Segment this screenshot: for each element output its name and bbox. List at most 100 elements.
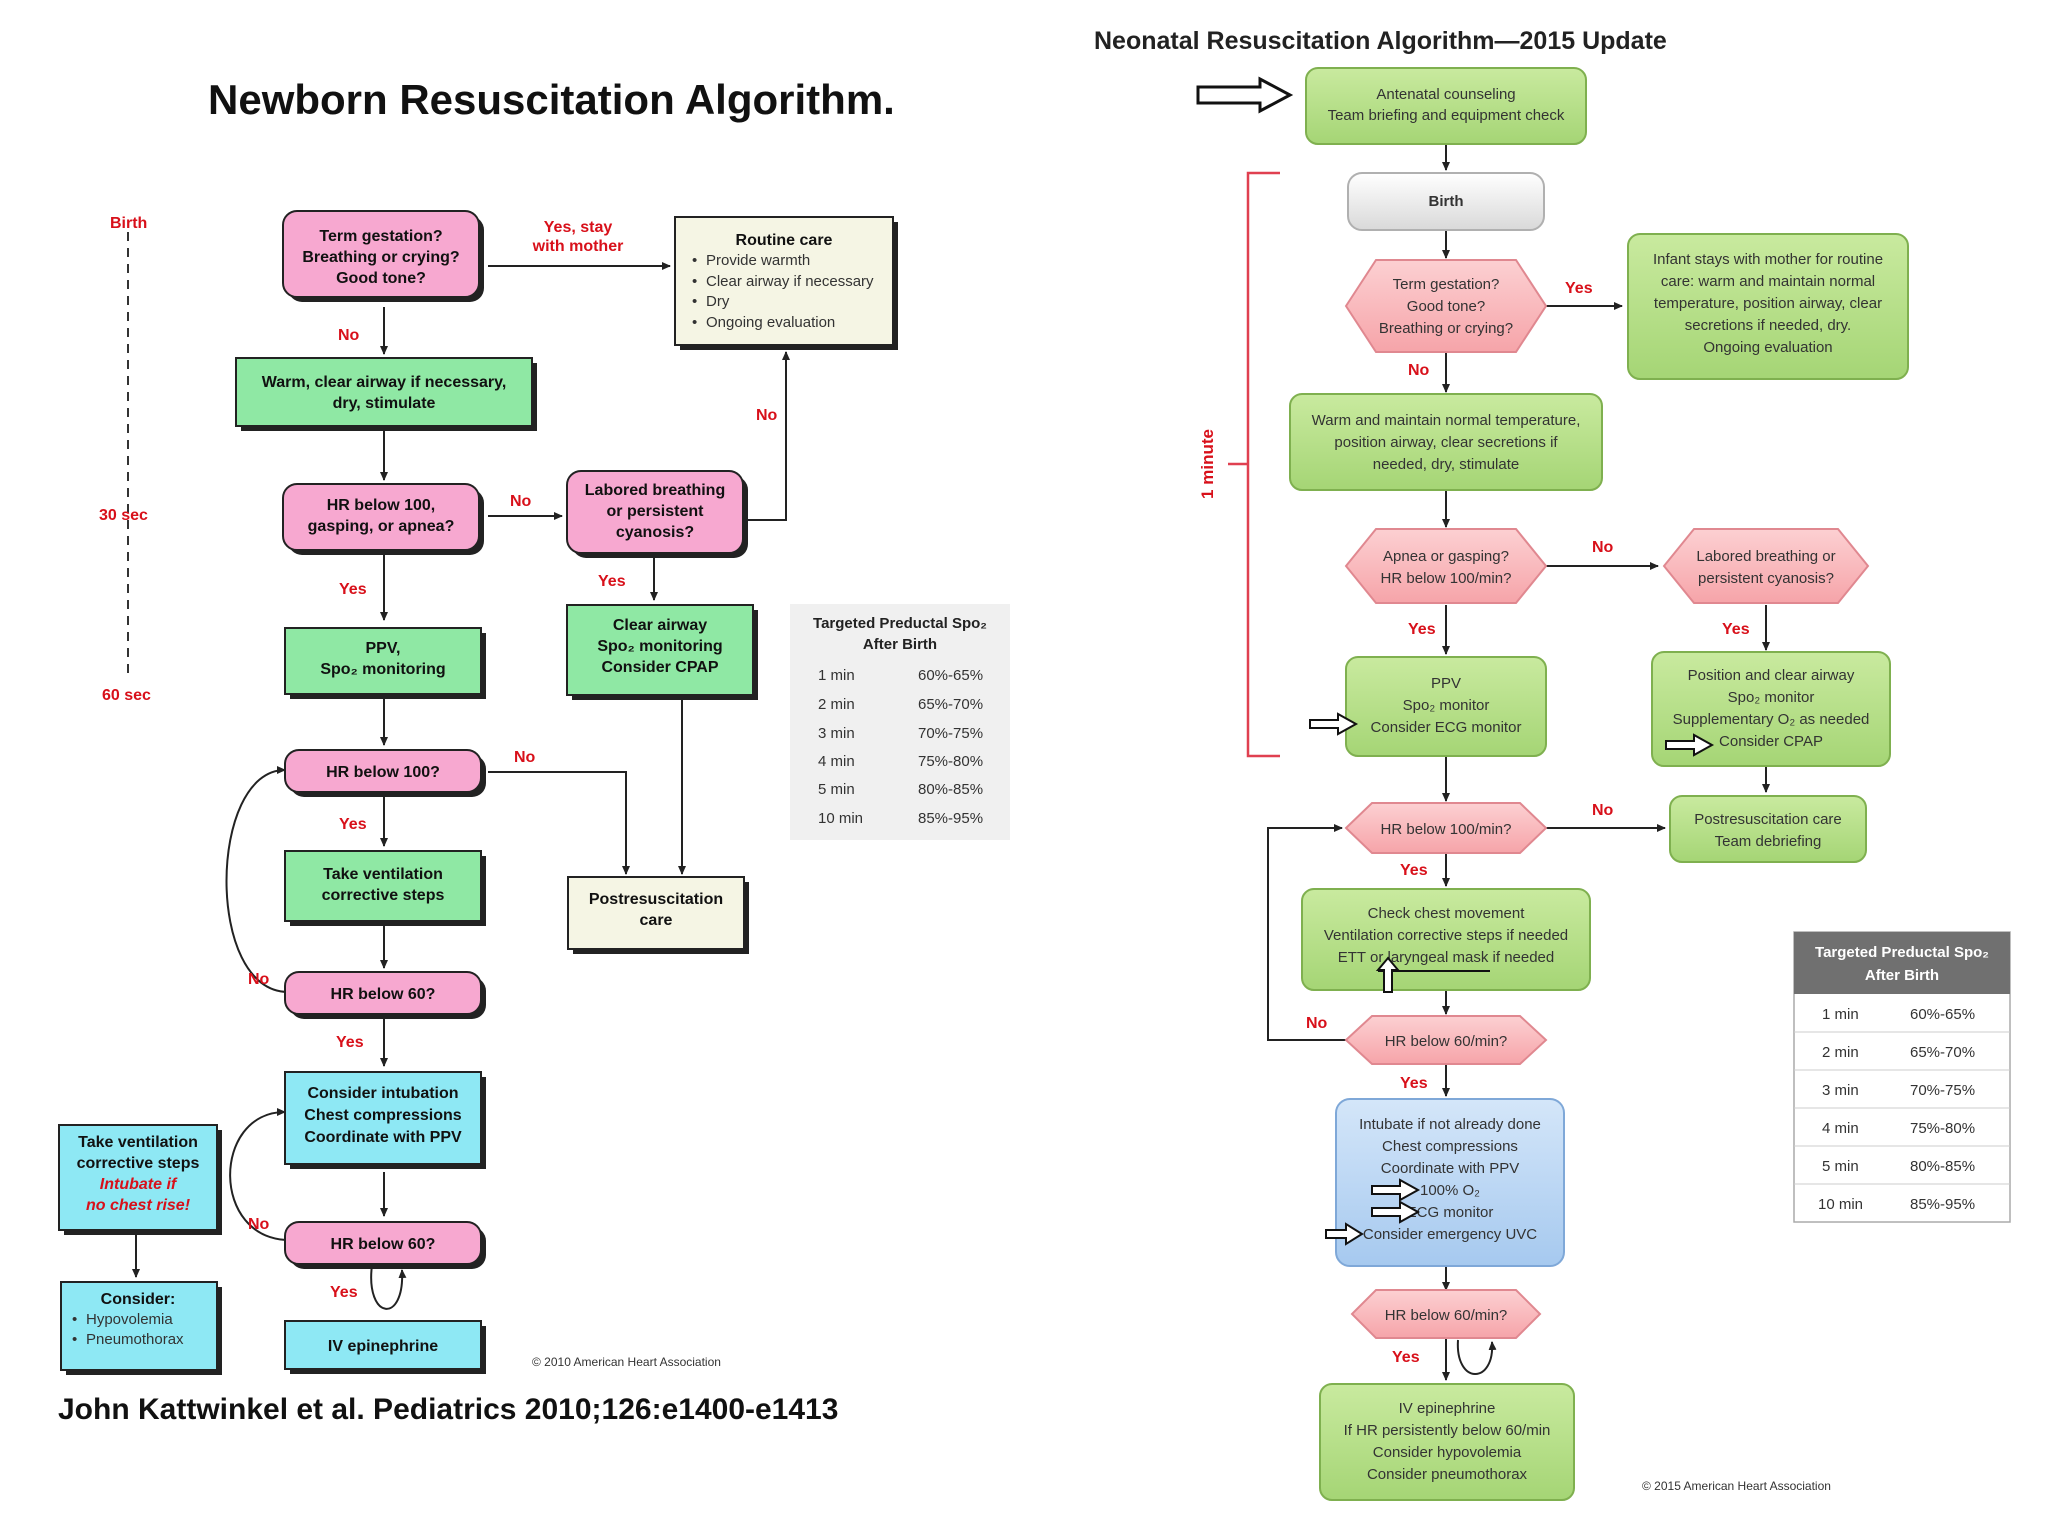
new-arrow-icon	[1665, 733, 1715, 757]
right-birth: Birth	[1347, 172, 1545, 231]
left-table-r1-time: 1 min	[818, 667, 855, 684]
left-citation: John Kattwinkel et al. Pediatrics 2010;1…	[58, 1393, 838, 1426]
intubate-l2: Chest compressions	[1382, 1138, 1518, 1155]
position-l3: Supplementary O₂ as needed	[1673, 711, 1870, 728]
left-table-h2: After Birth	[863, 636, 937, 653]
infant-l1: Infant stays with mother for routine	[1653, 251, 1883, 268]
one-minute-bracket	[1246, 171, 1280, 758]
left-iv-epi: IV epinephrine	[284, 1320, 486, 1374]
right-labored: Labored breathing or persistent cyanosis…	[1662, 528, 1870, 604]
check-l1: Check chest movement	[1368, 905, 1526, 922]
right-q-term-l1: Term gestation?	[1393, 276, 1500, 293]
label-yes-5: Yes	[330, 1284, 358, 1301]
new-arrow-icon	[1309, 712, 1359, 736]
left-table-r6-time: 10 min	[818, 810, 863, 827]
left-vent-steps: Take ventilation corrective steps	[284, 850, 486, 926]
right-hr60b: HR below 60/min?	[1350, 1289, 1542, 1339]
label-yes-4: Yes	[336, 1034, 364, 1051]
infant-l3: temperature, position airway, clear	[1654, 295, 1882, 312]
left-hr60b-text: HR below 60?	[331, 1236, 436, 1253]
right-copyright: © 2015 American Heart Association	[1642, 1479, 1831, 1493]
r-label-yes-1: Yes	[1565, 280, 1593, 297]
right-warm-l2: position airway, clear secretions if	[1334, 434, 1558, 451]
right-connectors	[1267, 144, 1770, 1381]
right-intubate: Intubate if not already done Chest compr…	[1335, 1098, 1565, 1267]
label-no-6: No	[248, 1216, 270, 1233]
left-intub-l2: Chest compressions	[304, 1107, 461, 1124]
right-check-chest: Check chest movement Ventilation correct…	[1301, 888, 1591, 991]
left-warm-l1: Warm, clear airway if necessary,	[262, 374, 507, 391]
left-table-r4-val: 75%-80%	[918, 753, 983, 770]
left-postresus-l2: care	[640, 912, 673, 929]
left-intub-l3: Coordinate with PPV	[304, 1129, 462, 1146]
intubate-l1: Intubate if not already done	[1359, 1116, 1541, 1133]
epi-l1: IV epinephrine	[1399, 1400, 1496, 1417]
side-vent-red-l1: Intubate if	[100, 1176, 178, 1193]
r-label-no-3: No	[1592, 802, 1614, 819]
left-q-term-l3: Good tone?	[336, 270, 426, 287]
r-label-yes-5: Yes	[1400, 1075, 1428, 1092]
routine-care-item-3: Dry	[706, 293, 730, 310]
check-l3: ETT or laryngeal mask if needed	[1338, 949, 1555, 966]
position-l2: Spo₂ monitor	[1728, 689, 1815, 706]
right-hr100-text: HR below 100/min?	[1381, 821, 1512, 838]
left-intub-l1: Consider intubation	[307, 1085, 458, 1102]
left-labored-l3: cyanosis?	[616, 524, 694, 541]
left-consider: Consider: •Hypovolemia •Pneumothorax	[60, 1281, 222, 1375]
right-apnea: Apnea or gasping? HR below 100/min?	[1344, 528, 1548, 604]
left-table-r2-val: 65%-70%	[918, 696, 983, 713]
right-table-r6-time: 10 min	[1818, 1196, 1863, 1213]
left-hr60b: HR below 60?	[284, 1221, 486, 1269]
position-l1: Position and clear airway	[1688, 667, 1855, 684]
consider-item-2: Pneumothorax	[86, 1331, 184, 1348]
left-hr100-gasp-l2: gasping, or apnea?	[308, 518, 455, 535]
left-ppv: PPV, Spo₂ monitoring	[284, 627, 486, 699]
side-vent-l2: corrective steps	[77, 1155, 200, 1172]
left-table-h1: Targeted Preductal Spo₂	[813, 615, 987, 632]
timeline-60sec: 60 sec	[102, 687, 151, 704]
label-yes-1: Yes	[339, 581, 367, 598]
left-q-term: Term gestation? Breathing or crying? Goo…	[282, 210, 484, 302]
r-label-no-4: No	[1306, 1015, 1328, 1032]
right-table-h1: Targeted Preductal Spo₂	[1815, 944, 1989, 961]
intubate-l5: ECG monitor	[1407, 1204, 1494, 1221]
left-table-r1-val: 60%-65%	[918, 667, 983, 684]
new-arrow-icon	[1371, 1178, 1421, 1202]
side-vent-l1: Take ventilation	[78, 1134, 198, 1151]
epi-l2: If HR persistently below 60/min	[1344, 1422, 1551, 1439]
right-ppv-l1: PPV	[1431, 675, 1461, 692]
right-q-term-l3: Breathing or crying?	[1379, 320, 1513, 337]
new-arrow-icon	[1371, 1200, 1421, 1224]
birth-text: Birth	[1429, 193, 1464, 210]
left-warm-box: Warm, clear airway if necessary, dry, st…	[235, 357, 537, 431]
label-no-1: No	[338, 327, 360, 344]
left-spo2-table: Targeted Preductal Spo₂ After Birth 1 mi…	[790, 604, 1010, 840]
left-warm-l2: dry, stimulate	[333, 395, 436, 412]
consider-item-1: Hypovolemia	[86, 1311, 173, 1328]
apnea-l2: HR below 100/min?	[1381, 570, 1512, 587]
right-antenatal: Antenatal counseling Team briefing and e…	[1305, 67, 1587, 145]
right-table-r5-val: 80%-85%	[1910, 1158, 1975, 1175]
r-label-yes-4: Yes	[1400, 862, 1428, 879]
right-table-r3-val: 70%-75%	[1910, 1082, 1975, 1099]
left-vent-l2: corrective steps	[322, 887, 445, 904]
right-table-r3-time: 3 min	[1822, 1082, 1859, 1099]
left-hr100q-text: HR below 100?	[326, 764, 440, 781]
left-clear-l3: Consider CPAP	[601, 659, 718, 676]
left-q-term-l1: Term gestation?	[319, 228, 442, 245]
left-table-r5-val: 80%-85%	[918, 781, 983, 798]
infant-l5: Ongoing evaluation	[1703, 339, 1832, 356]
right-table-h2: After Birth	[1865, 967, 1939, 984]
consider-title: Consider:	[101, 1291, 176, 1308]
start-arrow-icon	[1196, 76, 1294, 114]
svg-text:•: •	[72, 1311, 77, 1328]
left-intubation: Consider intubation Chest compressions C…	[284, 1071, 486, 1169]
right-title: Neonatal Resuscitation Algorithm—2015 Up…	[1094, 27, 1667, 55]
side-vent-red-l2: no chest rise!	[86, 1197, 191, 1214]
left-vent-l1: Take ventilation	[323, 866, 443, 883]
left-clear-l2: Spo₂ monitoring	[597, 638, 722, 655]
left-clear-l1: Clear airway	[613, 617, 707, 634]
left-iv-epi-text: IV epinephrine	[328, 1338, 438, 1355]
r-label-no-2: No	[1592, 539, 1614, 556]
left-postresus-l1: Postresuscitation	[589, 891, 723, 908]
